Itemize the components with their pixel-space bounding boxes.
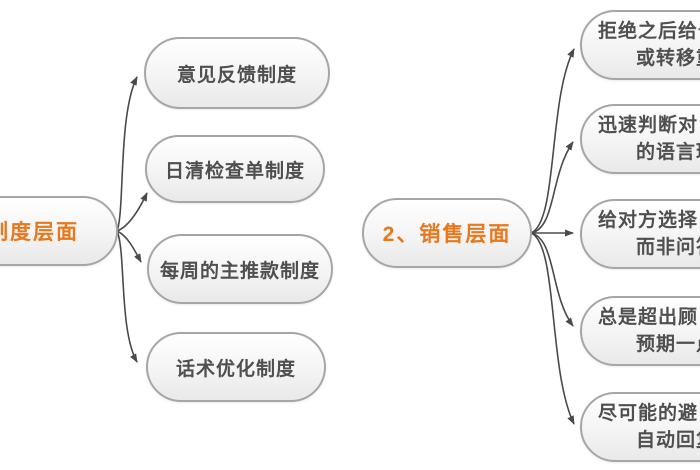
connector-sales-to-autoreply (530, 232, 575, 425)
node-give-choices-line1: 给对方选择 (598, 210, 699, 231)
connector-sales-to-reject (530, 48, 575, 234)
node-weekly-main-push: 每周的主推款制度 (147, 234, 333, 304)
node-script-optimization-label: 话术优化制度 (175, 358, 296, 380)
node-weekly-main-push-label: 每周的主推款制度 (159, 260, 320, 282)
node-avoid-autoreply-line2: 自动回复 (636, 430, 700, 451)
node-sales-level: 2、销售层面 (362, 198, 532, 268)
node-institution-level: 制度层面 (0, 196, 118, 266)
node-reject-compensate-line1: 拒绝之后给予 (598, 21, 700, 42)
node-judge-language-line1: 迅速判断对 (598, 115, 699, 136)
node-reject-compensate-line2: 或转移重 (636, 48, 700, 69)
node-opinion-feedback: 意见反馈制度 (144, 37, 330, 109)
node-avoid-autoreply: 尽可能的避 自动回复 (580, 392, 700, 462)
node-daily-checklist: 日清检查单制度 (145, 135, 325, 203)
node-sales-level-label: 2、销售层面 (382, 223, 512, 246)
connector-institution-to-weekly (116, 230, 142, 263)
connector-institution-to-checklist (116, 192, 148, 232)
node-reject-compensate: 拒绝之后给予 或转移重 (580, 10, 700, 80)
connector-institution-to-feedback (116, 76, 138, 232)
node-exceed-expectation-line2: 预期一点 (636, 334, 700, 355)
node-judge-language-line2: 的语言环 (636, 142, 700, 163)
connector-sales-to-exceed (530, 232, 574, 327)
connector-sales-to-judge (530, 141, 574, 234)
node-script-optimization: 话术优化制度 (146, 332, 326, 402)
node-give-choices: 给对方选择 而非问答 (580, 199, 700, 269)
node-avoid-autoreply-line1: 尽可能的避 (598, 403, 699, 424)
node-exceed-expectation: 总是超出顾 预期一点 (580, 296, 700, 366)
node-institution-level-label: 制度层面 (0, 221, 79, 244)
connector-institution-to-script (116, 230, 138, 363)
node-judge-language: 迅速判断对 的语言环 (580, 104, 700, 174)
node-opinion-feedback-label: 意见反馈制度 (176, 64, 297, 86)
node-exceed-expectation-line1: 总是超出顾 (598, 307, 699, 328)
node-daily-checklist-label: 日清检查单制度 (164, 160, 305, 182)
node-give-choices-line2: 而非问答 (636, 237, 700, 258)
